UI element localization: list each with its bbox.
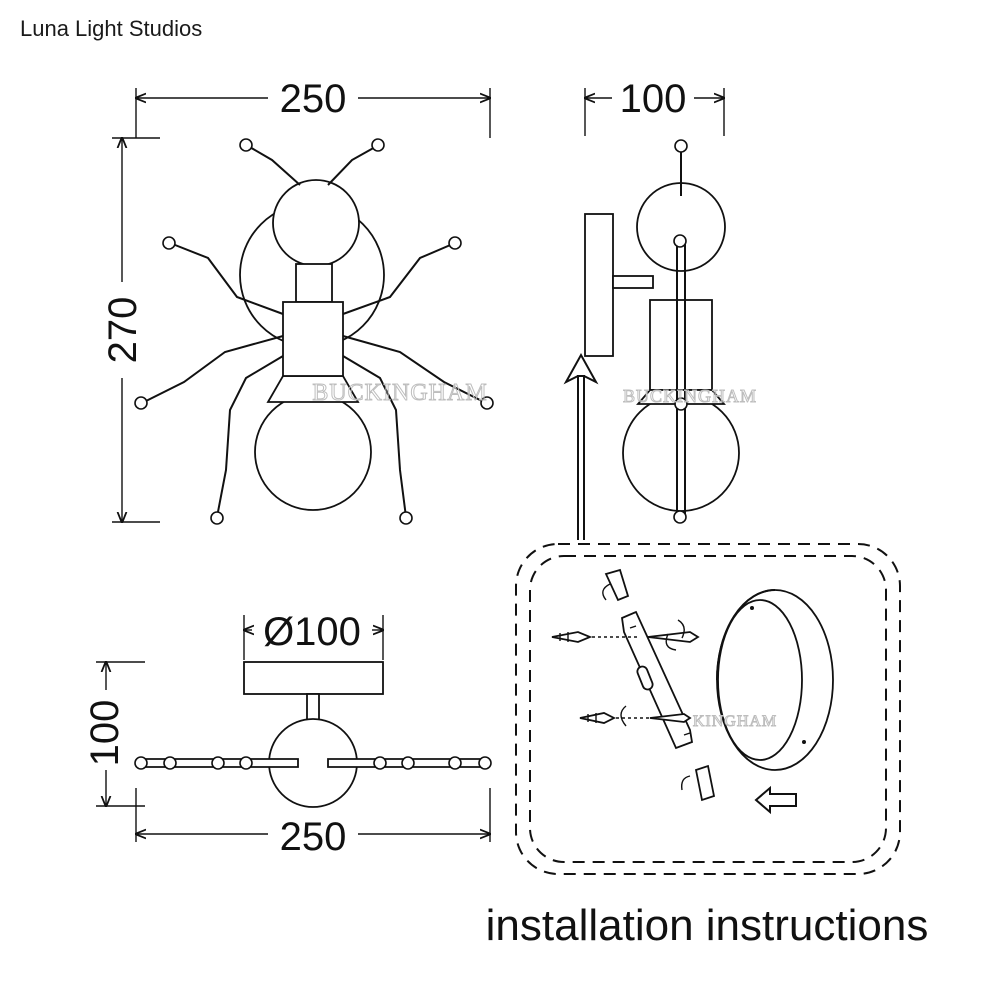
top-stem [306,693,320,723]
top-view: Ø100 100 250 [83,610,492,859]
install-watermark: KINGHAM [693,713,777,730]
installation-caption: installation instructions [486,901,929,950]
top-legs [134,756,492,770]
top-width-label: 250 [280,815,347,859]
front-height-dimension: 270 [101,138,160,522]
side-head [636,182,726,272]
front-bulb [254,393,372,511]
installation-detail: KINGHAM [515,543,901,875]
side-body [649,299,713,391]
front-height-label: 270 [101,297,145,364]
installation-frame-inner [529,555,887,863]
front-legs [134,236,494,525]
installation-frame-outer [515,543,901,875]
front-neck [295,263,333,303]
front-body [282,301,344,377]
brand-name: Luna Light Studios [20,16,203,41]
side-bulb [622,394,740,512]
push-arrow [754,785,797,815]
top-width-dimension: 250 [136,788,490,859]
front-width-label: 250 [280,77,347,121]
base-diameter-label: Ø100 [263,610,361,654]
top-depth-label: 100 [83,700,127,767]
wall-anchors [551,631,656,724]
side-depth-dimension: 100 [585,77,724,136]
canopy-ring [716,589,834,771]
front-width-dimension: 250 [136,77,490,138]
side-socket [636,389,726,405]
side-wall-plate [584,213,614,357]
side-depth-label: 100 [620,77,687,121]
top-base-plate [243,661,384,695]
base-diameter-dimension: Ø100 [244,610,383,660]
mounting-direction-arrow [563,352,599,540]
mounting-bracket [621,610,694,750]
front-head [272,179,360,267]
side-arm [612,275,654,289]
front-view: 250 270 [101,77,494,525]
side-watermark: BUCKINGHAM [623,386,757,406]
side-view: 100 BUCKINGHAM [563,77,757,540]
front-watermark: BUCKINGHAM [312,380,487,406]
side-legs [673,139,688,524]
mounting-screws [602,568,716,802]
top-depth-dimension: 100 [83,662,145,806]
front-antennae [239,138,385,186]
